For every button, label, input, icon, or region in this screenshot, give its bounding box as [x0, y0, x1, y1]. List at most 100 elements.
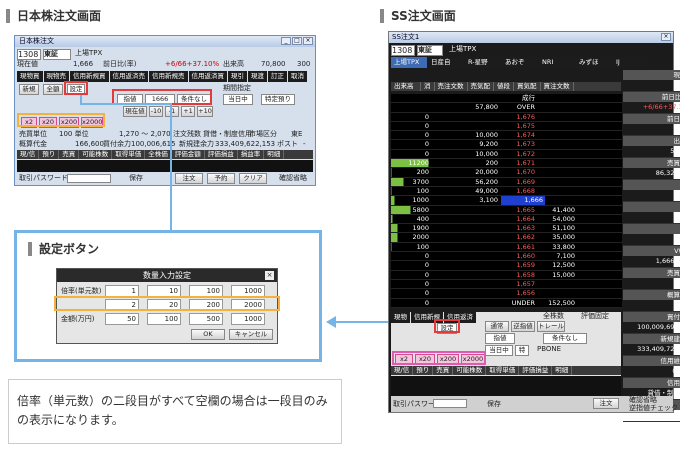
tab-genbiki[interactable]: 現引	[228, 71, 247, 82]
board-buy-cell[interactable]	[545, 196, 585, 204]
board-sell-cell[interactable]: 57,800	[475, 103, 498, 112]
ss-full-check[interactable]: 全株数	[543, 312, 564, 320]
kbn-new[interactable]: 新規	[19, 84, 39, 95]
row3-box4[interactable]: 1000	[231, 313, 265, 325]
dialog-close-icon[interactable]: ×	[265, 271, 274, 280]
dialog-cancel-button[interactable]: キャンセル	[229, 329, 273, 340]
kbn-all[interactable]: 全額	[43, 84, 63, 95]
board-buy-cell[interactable]	[537, 178, 577, 186]
board-buy-cell[interactable]	[537, 168, 577, 176]
tab-genwatashi[interactable]: 現渡	[248, 71, 267, 82]
board-buy-cell[interactable]	[537, 94, 577, 102]
tab-correct[interactable]: 訂正	[268, 71, 287, 82]
board-sell-cell[interactable]	[431, 233, 501, 241]
board-price-cell[interactable]: 1,666	[501, 196, 545, 205]
board-buy-cell[interactable]: 35,000	[552, 233, 575, 242]
dialog-ok-button[interactable]: OK	[191, 329, 225, 340]
board-sell-cell[interactable]: 9,200	[479, 140, 498, 149]
tab-cancel[interactable]: 取消	[288, 71, 307, 82]
board-sell-cell[interactable]: 10,000	[475, 131, 498, 140]
board-price-cell[interactable]: 1,664	[516, 214, 535, 223]
board-sell-cell[interactable]	[431, 224, 501, 232]
ss-setting-button[interactable]: 設定	[437, 323, 457, 334]
tab-genbutsu-buy[interactable]: 現物買	[17, 71, 43, 82]
ss-code-input[interactable]: 1308	[391, 45, 415, 56]
clear-button[interactable]: クリア	[239, 173, 267, 184]
ss-tab-2[interactable]: R-星野	[465, 57, 501, 68]
board-price-cell[interactable]: 1,674	[516, 131, 535, 140]
ss-tab-margin-close[interactable]: 信用返済	[444, 312, 476, 323]
board-sell-cell[interactable]	[431, 94, 501, 102]
row3-box3[interactable]: 500	[189, 313, 223, 325]
step-minus1[interactable]: -1	[165, 106, 179, 117]
board-buy-cell[interactable]: 41,400	[552, 205, 575, 214]
minimize-icon[interactable]: _	[281, 37, 291, 45]
multiplier-x2000[interactable]: x2000	[81, 117, 103, 128]
board-row[interactable]: 57,800 OVER	[391, 103, 622, 113]
step-plus10[interactable]: +10	[197, 106, 213, 117]
board-sell-cell[interactable]	[431, 206, 501, 214]
ss-tab-1[interactable]: 日産自	[428, 57, 464, 68]
tab-margin-close-sell[interactable]: 信用返済売	[109, 71, 148, 82]
board-buy-cell[interactable]	[537, 122, 577, 130]
tab-genbutsu-sell[interactable]: 現物売	[43, 71, 69, 82]
ss-tab-0[interactable]: 上場TPX	[391, 57, 427, 68]
board-price-cell[interactable]: 1,675	[516, 121, 535, 130]
board-price-cell[interactable]: 1,663	[516, 224, 535, 233]
special-select[interactable]: 特定預り	[261, 94, 295, 105]
board-sell-cell[interactable]	[431, 271, 501, 279]
market-select[interactable]: 東証	[43, 49, 71, 60]
tab-margin-close-buy[interactable]: 信用返済買	[188, 71, 227, 82]
board-sell-cell[interactable]	[431, 289, 501, 297]
board-price-cell[interactable]: 1,656	[516, 289, 535, 298]
board-sell-cell[interactable]	[431, 113, 501, 121]
board-price-cell[interactable]: 1,658	[516, 270, 535, 279]
board-row[interactable]: 成行	[391, 94, 622, 104]
board-buy-cell[interactable]	[537, 280, 577, 288]
code-input[interactable]: 1308	[17, 49, 41, 60]
board-buy-cell[interactable]: 51,100	[552, 224, 575, 233]
board-buy-cell[interactable]: 12,500	[552, 261, 575, 270]
board-price-cell[interactable]: 1,662	[516, 233, 535, 242]
board-price-cell[interactable]: 1,669	[516, 177, 535, 186]
ss-password-input[interactable]	[433, 399, 467, 408]
board-buy-cell[interactable]	[537, 187, 577, 195]
board-price-cell[interactable]: UNDER	[511, 298, 535, 307]
board-price-cell[interactable]: OVER	[516, 103, 535, 112]
ss-tab-6[interactable]: IJ	[613, 57, 649, 68]
period-select[interactable]: 当日中	[223, 94, 253, 105]
board-price-cell[interactable]: 1,668	[516, 186, 535, 195]
board-price-cell[interactable]: 1,671	[516, 159, 535, 168]
reserve-button[interactable]: 予約	[207, 173, 235, 184]
ss-market-select[interactable]: 東証	[417, 45, 443, 56]
board-price-cell[interactable]: 1,661	[516, 242, 535, 251]
close-icon[interactable]: ×	[303, 37, 313, 45]
ss-normal-tab[interactable]: 通常	[485, 321, 509, 332]
tab-margin-new-sell[interactable]: 信用新規売	[149, 71, 188, 82]
board-sell-cell[interactable]	[431, 261, 501, 269]
ss-tab-margin-new[interactable]: 信用新規	[411, 312, 443, 323]
board-sell-cell[interactable]	[431, 243, 501, 251]
board-sell-cell[interactable]: 3,100	[479, 196, 498, 205]
board-buy-cell[interactable]	[537, 103, 577, 111]
board-sell-cell[interactable]	[431, 299, 501, 307]
board-sell-cell[interactable]: 10,000	[475, 149, 498, 158]
board-buy-cell[interactable]: 15,000	[552, 270, 575, 279]
save-checkbox-label[interactable]: 保存	[129, 174, 143, 182]
